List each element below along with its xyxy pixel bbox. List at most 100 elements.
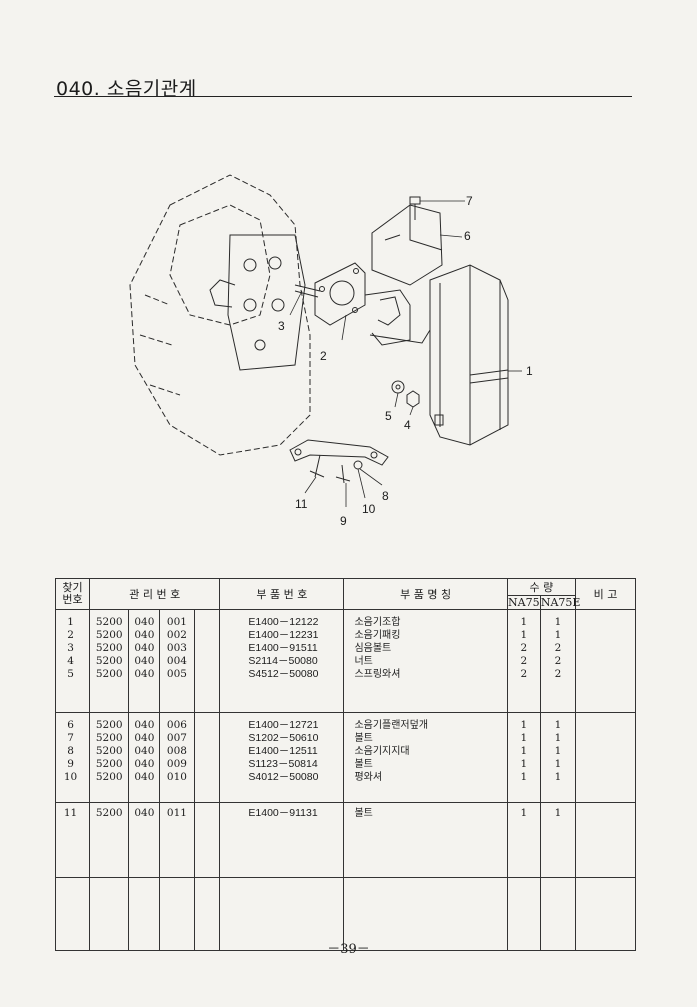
page-number: －39－: [327, 942, 370, 957]
table-row-name: 소음기조합: [354, 617, 401, 628]
table-row-b: 040: [134, 745, 155, 757]
callout-3: 3: [278, 319, 285, 333]
table-row-b: 040: [134, 758, 155, 770]
table-row-name: 평와셔: [354, 772, 383, 783]
header-find-no: 찾기 번호: [54, 578, 91, 610]
table-row-c: 001: [166, 616, 187, 628]
engine-head-detail: [209, 234, 306, 371]
table-cell: [506, 877, 541, 951]
table-row-q1: 1: [520, 732, 528, 744]
table-row-q1: 2: [520, 668, 528, 680]
header-part-name: 부 품 명 칭: [343, 578, 508, 610]
table-row-q2: 2: [554, 668, 562, 680]
table-row-name: 볼트: [354, 808, 373, 819]
header-quantity: 수 량: [506, 578, 576, 596]
table-cell: 040: [128, 802, 161, 878]
header-qty-na75e: NA75E: [539, 595, 581, 610]
table-row-a: 5200: [95, 732, 123, 744]
table-cell: [574, 877, 637, 951]
table-row-a: 5200: [95, 616, 123, 628]
engine-block-illustration: [129, 174, 311, 456]
table-cell: 011: [159, 802, 195, 878]
table-row-a: 5200: [95, 807, 123, 819]
table-cell: 1: [506, 802, 541, 878]
table-row-part: S1123－50814: [248, 758, 318, 770]
table-row-q2: 2: [554, 642, 562, 654]
table-row-b: 040: [134, 807, 155, 819]
cover-bolt-illustration: [409, 196, 421, 220]
table-row-no: 9: [67, 758, 74, 770]
table-row-name: 소음기플랜저덮개: [354, 720, 429, 731]
callout-9: 9: [340, 514, 347, 528]
table-row-no: 11: [63, 807, 78, 819]
table-row-a: 5200: [95, 758, 123, 770]
table-row-a: 5200: [95, 642, 123, 654]
table-row-a: 5200: [95, 745, 123, 757]
table-row-part: E1400－12122: [248, 616, 319, 628]
page-title: 040. 소음기관계: [56, 78, 197, 100]
table-row-q1: 1: [520, 745, 528, 757]
muffler-gasket-illustration: [314, 262, 366, 326]
table-row-c: 011: [166, 807, 187, 819]
table-row-no: 5: [67, 668, 74, 680]
table-row-no: 8: [67, 745, 74, 757]
table-row-no: 6: [67, 719, 74, 731]
table-row-name: 스프링와셔: [354, 669, 401, 680]
table-row-q2: 1: [554, 758, 562, 770]
table-row-no: 3: [67, 642, 74, 654]
stud-bolt-illustration: [294, 284, 321, 298]
table-row-part: S4512－50080: [248, 668, 319, 680]
table-row-q2: 1: [554, 719, 562, 731]
table-row-q1: 1: [520, 771, 528, 783]
table-row-name: 소음기지지대: [354, 746, 410, 757]
table-row-name: 너트: [354, 656, 373, 667]
table-row-a: 5200: [95, 719, 123, 731]
table-row-part: E1400－12231: [248, 629, 319, 641]
table-row-a: 5200: [95, 771, 123, 783]
table-row-q2: 1: [554, 629, 562, 641]
flange-cover-illustration: [371, 204, 443, 286]
table-row-no: 2: [67, 629, 74, 641]
table-row-part: E1400－91131: [248, 807, 318, 819]
table-row-c: 007: [166, 732, 187, 744]
callout-7: 7: [466, 194, 473, 208]
table-row-c: 008: [166, 745, 187, 757]
table-row-part: S4012－50080: [248, 771, 319, 783]
table-row-no: 10: [63, 771, 78, 783]
table-row-q2: 1: [554, 616, 562, 628]
callout-4: 4: [404, 418, 411, 432]
muffler-body-illustration: [364, 264, 509, 446]
callout-5: 5: [385, 409, 392, 423]
table-row-part: S2114－50080: [248, 655, 318, 667]
table-cell: [343, 877, 508, 951]
table-cell: 볼트: [343, 802, 508, 878]
table-row-a: 5200: [95, 655, 123, 667]
table-row-q2: 1: [554, 745, 562, 757]
table-cell: [193, 877, 220, 951]
table-cell: [539, 877, 576, 951]
table-row-q2: 1: [554, 771, 562, 783]
table-row-c: 006: [166, 719, 187, 731]
table-cell: E1400－91131: [219, 802, 345, 878]
table-cell: [54, 877, 91, 951]
table-row-b: 040: [134, 668, 155, 680]
table-cell: 1: [539, 802, 576, 878]
table-cell: [219, 877, 345, 951]
header-part-no: 부 품 번 호: [219, 578, 345, 610]
table-row-a: 5200: [95, 668, 123, 680]
table-row-c: 003: [166, 642, 187, 654]
table-row-c: 010: [166, 771, 187, 783]
callout-1: 1: [526, 364, 533, 378]
callout-11: 11: [295, 497, 308, 511]
